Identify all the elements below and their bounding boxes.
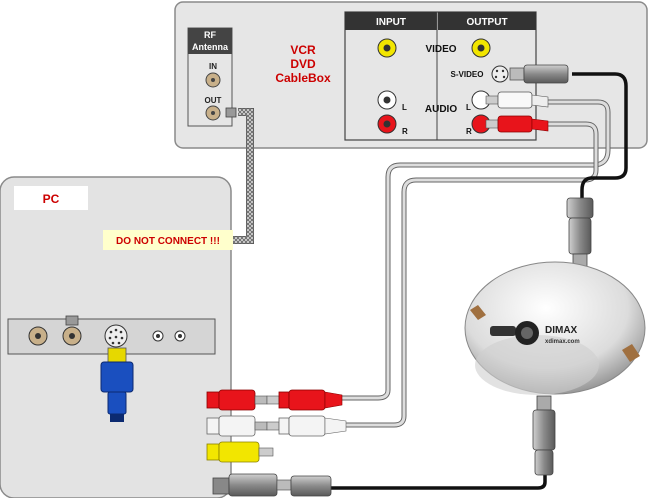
vcr-svideo-plug [509,64,569,84]
svideo-label: S-VIDEO [451,70,484,79]
rf-antenna-block: RF Antenna IN OUT [187,27,237,127]
audio-label: AUDIO [425,104,457,115]
pc-title-box [14,186,88,210]
vcr-audio-left-plug [485,91,549,109]
rf-title-line1: RF [204,30,216,40]
svideo-jack [491,65,509,83]
output-header [438,12,536,30]
vcr-panel-right-label: R [466,127,472,136]
device-line1: VCR [290,43,316,57]
rf-out-label: OUT [205,96,222,105]
vcr-panel-left-label: L [466,103,471,112]
pc-panel: PC [0,176,232,498]
vcr-panel-input-header: INPUT [376,17,406,28]
pc-title: PC [43,192,60,206]
vcr-panel-right-label: R [402,127,408,136]
dimax-device: DIMAX xdimax.com [464,197,646,476]
rf-in-label: IN [209,62,217,71]
device-website: xdimax.com [545,339,580,345]
rf-plug-connector [225,107,237,118]
pc-panel-warning: DO NOT CONNECT !!! [116,236,220,247]
pc-yellow-rca-plug [206,441,274,463]
vcr-panel-left-label: L [402,103,407,112]
pc-red-rca-pair [206,389,343,411]
vcr-audio-right-plug [485,115,549,133]
pc-svideo-pair [212,473,332,497]
device-port [490,326,516,336]
input-header [345,12,437,30]
pc-white-rca-pair [206,415,347,437]
do-not-connect-warning: DO NOT CONNECT !!! [103,230,233,250]
vcr-panel-output-header: OUTPUT [466,17,507,28]
video-label: VIDEO [425,44,456,55]
device-brand: DIMAX [545,325,578,336]
device-line2: DVD [290,57,316,71]
rf-title-line2: Antenna [192,42,229,52]
pc-din-plug [100,347,134,422]
device-line3: CableBox [275,71,331,85]
